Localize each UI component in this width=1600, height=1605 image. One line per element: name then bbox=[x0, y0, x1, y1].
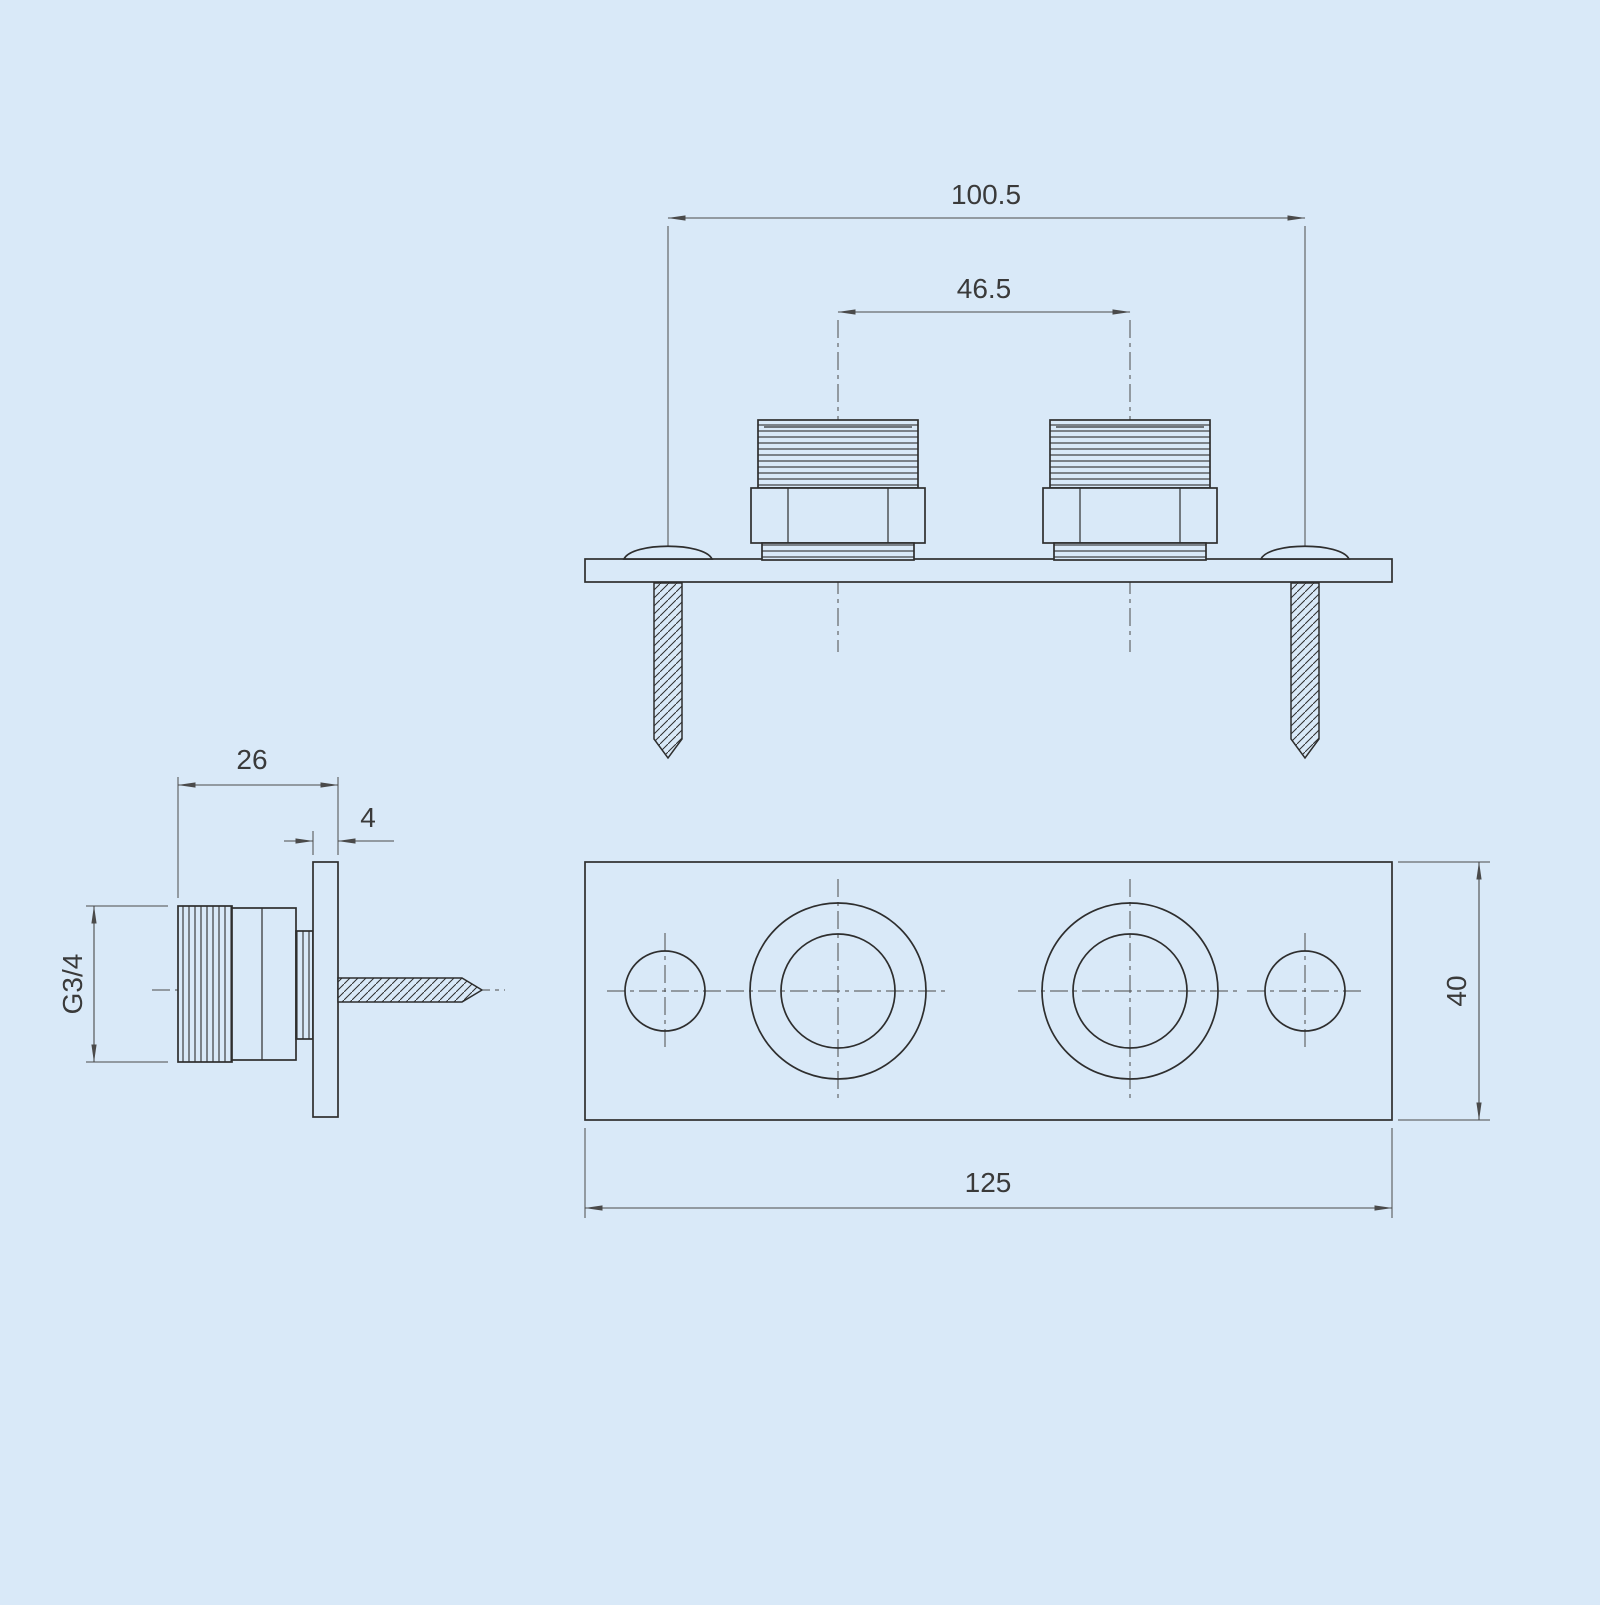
outlet-hole-right-outer bbox=[1041, 902, 1219, 1080]
fixing-screw-side bbox=[337, 977, 484, 1003]
outlet-hole-left-inner bbox=[780, 933, 896, 1049]
dim-label-screw-centers: 100.5 bbox=[951, 179, 1021, 210]
dim-label-plate-height: 40 bbox=[1441, 975, 1472, 1006]
plan-view: 40 125 bbox=[584, 861, 1490, 1218]
dim-label-outlet-centers: 46.5 bbox=[957, 273, 1012, 304]
outlet-hole-right-inner bbox=[1072, 933, 1188, 1049]
dim-label-thread-size: G3/4 bbox=[57, 954, 88, 1015]
threaded-body-side bbox=[177, 905, 233, 1063]
body-section-side bbox=[231, 907, 297, 1061]
dim-label-body-depth: 26 bbox=[236, 744, 267, 775]
side-view: 26 4 G3/4 bbox=[57, 744, 505, 1118]
outlet-connector-right bbox=[1042, 419, 1218, 561]
dim-label-plate-length: 125 bbox=[965, 1167, 1012, 1198]
dim-label-plate-thickness: 4 bbox=[360, 802, 376, 833]
outlet-connector-left bbox=[750, 419, 926, 561]
screw-hole-left bbox=[624, 950, 706, 1032]
outlet-hole-left-outer bbox=[749, 902, 927, 1080]
mounting-plate-side bbox=[312, 861, 339, 1118]
front-elevation-view: 100.5 46.5 bbox=[584, 179, 1393, 759]
mounting-plate-front bbox=[584, 558, 1393, 583]
neck-thread-side bbox=[295, 930, 314, 1040]
screw-hole-right bbox=[1264, 950, 1346, 1032]
